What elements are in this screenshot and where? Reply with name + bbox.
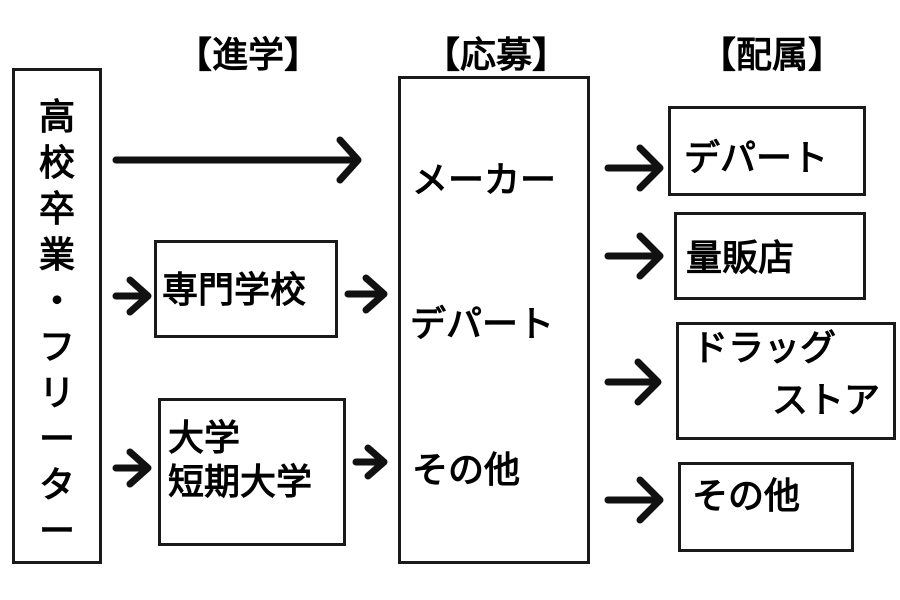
- header-oubo: 【応募】: [424, 35, 569, 76]
- source-char: フ: [38, 327, 75, 368]
- header-haizoku: 【配属】: [700, 35, 845, 76]
- junior-college-label: 短期大学: [168, 462, 313, 503]
- application-maker: メーカー: [412, 160, 557, 201]
- assignment-drugstore-label-line2: ストア: [772, 380, 881, 421]
- assignment-drugstore-label-line1: ドラッグ: [692, 328, 837, 369]
- source-char: ー: [38, 419, 75, 460]
- assignment-other-label: その他: [692, 476, 801, 517]
- application-other: その他: [412, 450, 521, 491]
- arrow-source-to-vocational: [112, 276, 152, 316]
- application-box: [398, 76, 590, 564]
- assignment-drugstore-box: [676, 322, 896, 440]
- vocational-school-label: 専門学校: [162, 270, 307, 311]
- source-char: ー: [38, 511, 75, 552]
- assignment-department-label: デパート: [684, 138, 829, 179]
- source-char: 業: [38, 235, 75, 276]
- university-label: 大学: [168, 418, 241, 459]
- header-shingaku: 【進学】: [176, 35, 321, 76]
- source-char: 校: [38, 143, 75, 184]
- assignment-other-box: [678, 462, 854, 552]
- source-box: [12, 68, 102, 564]
- assignment-mass-retail-label: 量販店: [686, 238, 795, 279]
- arrow-to-assignment-department: [604, 144, 664, 192]
- arrow-university-to-application: [352, 444, 388, 480]
- university-box: [158, 398, 346, 546]
- arrow-to-assignment-mass-retail: [604, 232, 664, 280]
- arrow-vocational-to-application: [344, 274, 388, 314]
- arrow-to-assignment-drugstore: [604, 358, 662, 406]
- source-vertical-text: 高 校 卒 業 ・ フ リ ー タ ー: [14, 100, 100, 560]
- source-char: ・: [38, 281, 75, 322]
- assignment-department-box: [668, 106, 866, 196]
- arrow-source-to-application: [112, 136, 362, 184]
- source-char: リ: [38, 373, 75, 414]
- arrow-source-to-university: [112, 448, 152, 488]
- assignment-mass-retail-box: [674, 212, 866, 300]
- vocational-school-box: [154, 240, 338, 338]
- source-char: タ: [38, 465, 75, 506]
- source-char: 高: [38, 97, 75, 138]
- application-department-store: デパート: [410, 304, 555, 345]
- source-char: 卒: [38, 189, 75, 230]
- arrow-to-assignment-other: [604, 476, 664, 524]
